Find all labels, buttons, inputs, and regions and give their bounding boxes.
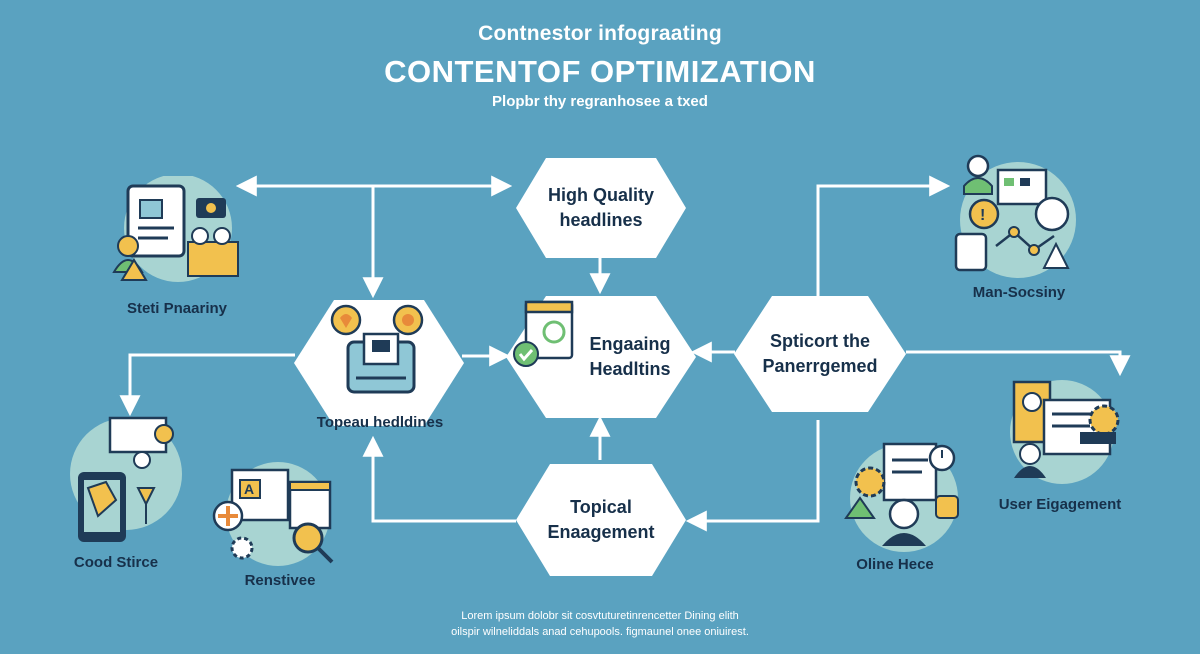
planning-illustration-icon <box>112 176 239 282</box>
svg-text:A: A <box>244 481 254 497</box>
tablet-structure-icon <box>70 416 182 542</box>
user-dashboard-icon <box>1010 380 1120 484</box>
hex-topical-engagement: Topical Enaagement <box>516 464 686 576</box>
team-network-icon: ! <box>954 154 1076 278</box>
hex-center-label: Engaaing Headltins <box>589 334 671 379</box>
footer-line-1: Lorem ipsum dolobr sit cosvtuturetinrenc… <box>461 610 739 622</box>
label-good-structure: Cood Stirce <box>73 554 159 571</box>
hex-high-quality-headlines: High Quality headlines <box>516 158 686 258</box>
hex-bottom-label: Topical Enaagement <box>547 497 655 542</box>
hex-right-label: Spticort the Panerrgemed <box>762 331 878 376</box>
diagram-title: CONTENTOF OPTIMIZATION <box>384 54 816 89</box>
label-oline-hece: Oline Hece <box>856 556 934 573</box>
label-topic-headlines: Topeau hedldines <box>316 414 444 431</box>
hex-support-engagement: Spticort the Panerrgemed <box>734 296 906 412</box>
diagram-subtitle: Plopbr thy regranhosee a txed <box>492 93 708 110</box>
footer-line-2: oilspir wilneliddals anad cehupools. fig… <box>451 626 749 638</box>
badge-desk-icon <box>330 304 424 394</box>
online-person-icon <box>844 442 959 552</box>
label-renstivee: Renstivee <box>244 572 316 589</box>
document-check-icon <box>513 300 574 367</box>
footer-text: Lorem ipsum dolobr sit cosvtuturetinrenc… <box>330 608 870 640</box>
label-step-planning: Steti Pnaariny <box>126 300 228 317</box>
hex-top-label: High Quality headlines <box>547 185 654 230</box>
svg-text:!: ! <box>980 207 985 224</box>
content-gear-icon: A <box>212 462 334 566</box>
diagram-kicker: Contnestor infograating <box>478 22 722 45</box>
label-user-engagement: User Eigagement <box>998 496 1122 513</box>
label-man-socsiny: Man-Socsiny <box>972 284 1066 301</box>
